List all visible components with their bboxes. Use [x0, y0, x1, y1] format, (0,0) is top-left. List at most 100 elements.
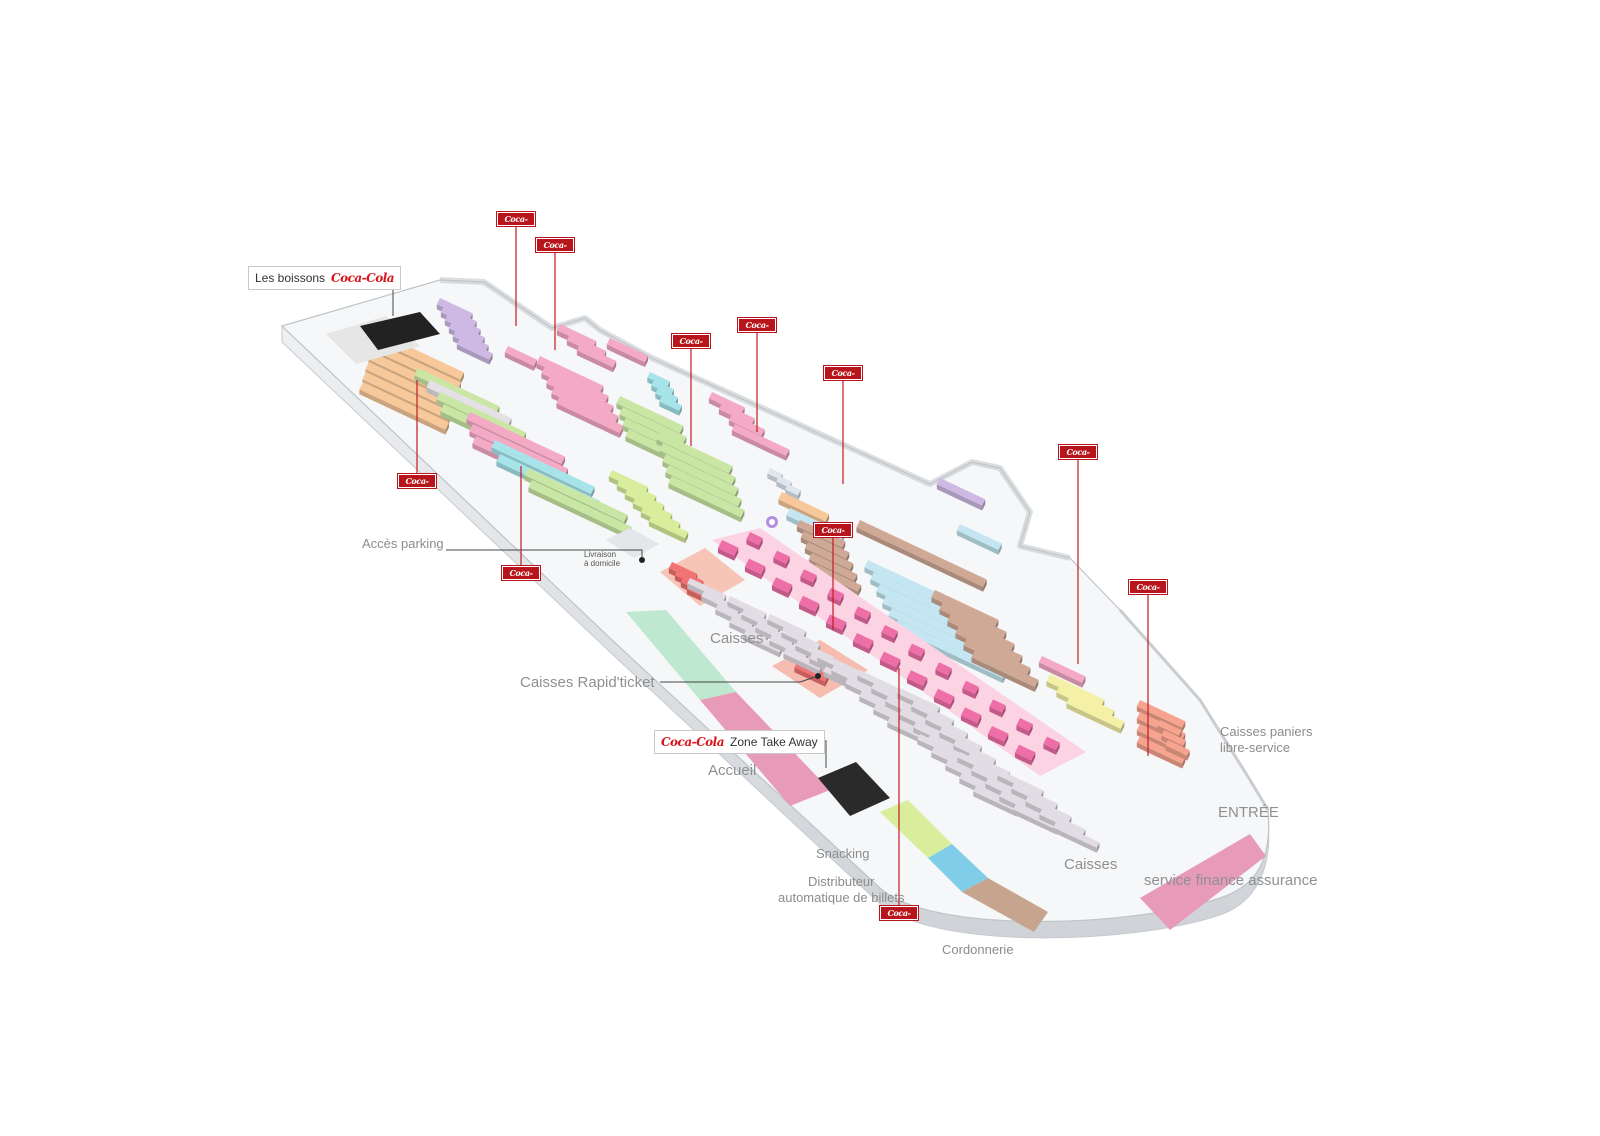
shelf-face: [662, 454, 739, 496]
aisle-purple-right[interactable]: [936, 478, 986, 511]
zone-distributeur-blue[interactable]: [928, 844, 988, 892]
zone-cordonnerie-tan[interactable]: [962, 878, 1048, 932]
boissons-kiosk[interactable]: [360, 312, 440, 350]
label-distributeur-line1: Distributeur: [808, 874, 875, 889]
shelf-face: [894, 630, 898, 644]
coca-cola-badge[interactable]: Coca-Cola: [397, 473, 437, 489]
shelf-face: [911, 701, 954, 726]
shelf-face: [887, 722, 928, 747]
front-curve-wall: [1118, 609, 1270, 811]
shelf-face: [936, 478, 986, 506]
aisle-lightgreen[interactable]: [608, 470, 689, 544]
shelf-face: [854, 606, 871, 620]
shelf-face: [1056, 685, 1115, 718]
shelf-face: [1016, 725, 1030, 737]
aisle-yellow[interactable]: [1046, 674, 1125, 734]
shelf-face: [947, 614, 1015, 651]
shelf-face: [744, 566, 762, 580]
coca-cola-badge[interactable]: Coca-Cola: [879, 905, 919, 921]
shelf-face: [489, 353, 493, 365]
coca-cola-badge[interactable]: Coca-Cola: [823, 365, 863, 381]
shelf-face: [576, 350, 614, 373]
shelf-face: [827, 595, 841, 606]
zone-snacking-green[interactable]: [880, 800, 952, 858]
zone-service-finance[interactable]: [1140, 834, 1266, 930]
shelf-face: [728, 414, 765, 436]
shelf-face: [921, 649, 925, 662]
aisle-pink-3[interactable]: [556, 324, 617, 373]
shelf-face: [773, 550, 790, 564]
shelf-face: [1187, 750, 1190, 761]
shelf-face: [852, 641, 870, 654]
aisle-lightblue-right[interactable]: [956, 524, 1002, 555]
aisle-white-boxes[interactable]: [767, 468, 801, 501]
shelf-face: [977, 715, 982, 729]
coca-cola-badge[interactable]: Coca-Cola: [1058, 444, 1098, 460]
shelf-face: [935, 662, 952, 676]
aisle-teal-small[interactable]: [647, 372, 682, 416]
shelf-face: [825, 614, 847, 631]
shelf-face: [998, 543, 1002, 555]
shelf-face: [1165, 740, 1190, 756]
label-caisses-paniers-line1: Caisses paniers: [1220, 724, 1313, 739]
aisle-pink-4[interactable]: [606, 338, 649, 368]
aisle-green-mid-2[interactable]: [656, 432, 745, 523]
shelf-face: [668, 483, 741, 523]
aisle-pink-lower[interactable]: [1038, 656, 1086, 688]
aisle-pink-top[interactable]: [504, 346, 537, 371]
aisle-purple[interactable]: [436, 298, 493, 365]
checkout-lanes[interactable]: [687, 578, 1100, 853]
magenta-band: [712, 528, 1086, 776]
shelf-face: [1182, 721, 1186, 733]
shelf-face: [997, 770, 1044, 796]
shelf-face: [1053, 822, 1100, 848]
shelf-face: [632, 497, 673, 521]
shelf-face: [858, 585, 862, 597]
shelf-face: [827, 587, 844, 601]
coca-cola-badge[interactable]: Coca-Cola: [671, 333, 711, 349]
shelf-face: [444, 314, 481, 336]
shelf-face: [794, 667, 826, 687]
coca-cola-logo: Coca-Cola: [661, 735, 725, 749]
aisle-pink-right[interactable]: [708, 392, 765, 441]
aisle-pink-2[interactable]: [536, 356, 624, 438]
take-away-kiosk[interactable]: [818, 762, 890, 816]
shelf-face: [1157, 720, 1182, 736]
shelf-face: [731, 430, 787, 461]
zone-magenta-band[interactable]: [712, 528, 1086, 776]
shelf-face: [1082, 676, 1086, 688]
shelf-face: [1014, 744, 1036, 761]
shelf-face: [786, 556, 790, 569]
info-marker-inner: [769, 519, 775, 525]
shelf-face: [1031, 752, 1036, 766]
label-service-finance-assurance: service finance assurance: [1144, 872, 1318, 889]
coca-cola-badge[interactable]: Coca-Cola: [737, 317, 777, 333]
coca-cola-badge[interactable]: Coca-Cola: [535, 237, 575, 253]
coca-cola-badge[interactable]: Coca-Cola: [813, 522, 853, 538]
zone-mint[interactable]: [626, 610, 736, 700]
shelf-face: [906, 678, 924, 691]
livraison-box[interactable]: [606, 528, 660, 558]
shelf-face: [452, 330, 489, 352]
shelf-face: [1066, 696, 1125, 729]
leader-caisses-rapid: [660, 675, 819, 683]
shelf-face: [1038, 662, 1083, 688]
shelf-face: [987, 726, 1009, 742]
shelf-face: [718, 403, 755, 425]
shelf-face: [956, 524, 1002, 550]
callout-les-boissons: Les boissons Coca-Cola: [248, 266, 402, 290]
aisle-brown-big[interactable]: [856, 520, 987, 592]
coca-cola-badge[interactable]: Coca-Cola: [1128, 579, 1168, 595]
coca-cola-badge[interactable]: Coca-Cola: [501, 565, 541, 581]
shelf-face: [948, 668, 952, 681]
shelf-face: [957, 752, 1004, 778]
shelf-face: [556, 324, 597, 348]
caisses-paniers-small[interactable]: [1157, 720, 1190, 761]
shelf-face: [1025, 796, 1072, 822]
coca-cola-badge[interactable]: Coca-Cola: [496, 211, 536, 227]
aisle-brown-right[interactable]: [931, 590, 1039, 692]
aisle-green-3[interactable]: [524, 468, 632, 539]
aisle-pink-long[interactable]: [731, 424, 790, 461]
callout-les-boissons-label: Les boissons: [255, 271, 326, 285]
